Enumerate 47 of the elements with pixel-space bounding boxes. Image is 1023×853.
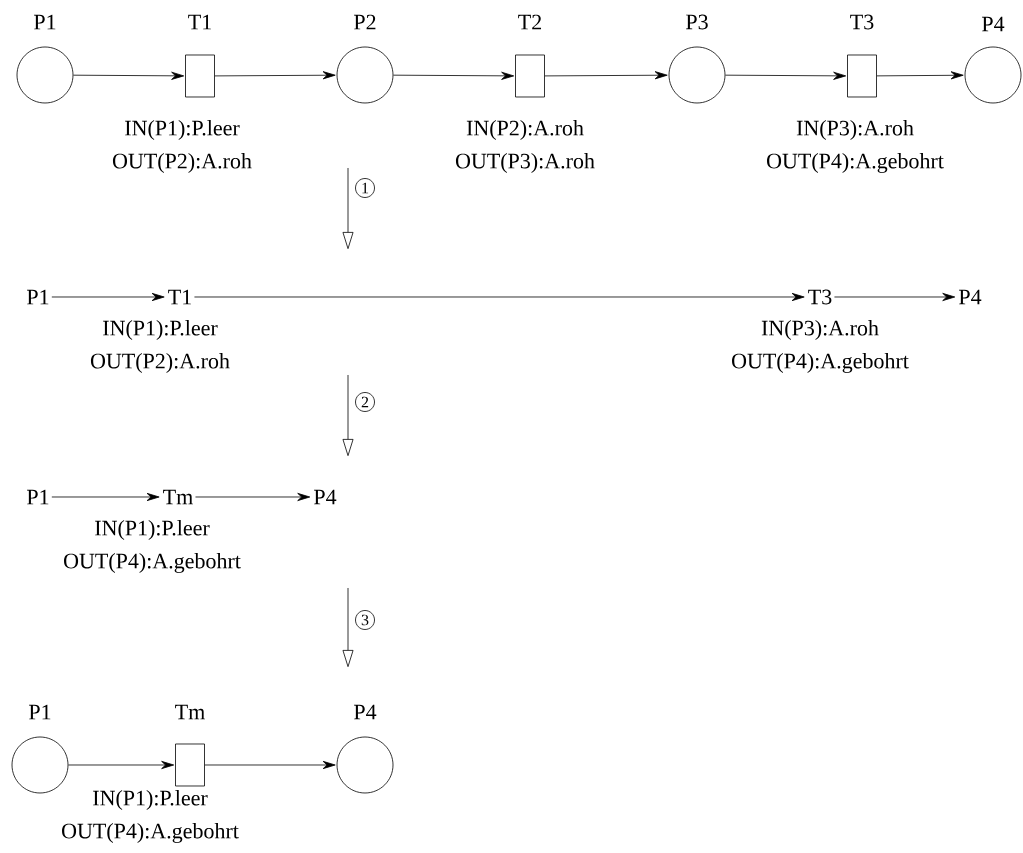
arrow bbox=[194, 292, 805, 302]
transition-annotation: IN(P1):P.leer bbox=[125, 120, 240, 140]
transition-annotation: OUT(P4):A.gebohrt bbox=[732, 353, 909, 373]
transition-annotation: IN(P3):A.roh bbox=[796, 120, 914, 140]
node-label: T1 bbox=[168, 289, 191, 305]
node-label: T3 bbox=[850, 14, 874, 30]
transition-annotation: IN(P3):A.roh bbox=[761, 320, 879, 340]
arrow bbox=[393, 71, 515, 80]
node-label: P4 bbox=[354, 704, 377, 720]
transition-annotation: IN(P1):P.leer bbox=[95, 520, 210, 540]
transition-annotation: OUT(P3):A.roh bbox=[455, 153, 595, 173]
transition-annotation: OUT(P4):A.gebohrt bbox=[767, 153, 944, 173]
arrow bbox=[195, 492, 311, 502]
step-number: 2 bbox=[355, 392, 375, 412]
step-number: 1 bbox=[355, 178, 375, 198]
transition-annotation: OUT(P2):A.roh bbox=[112, 153, 252, 173]
arrow bbox=[68, 760, 175, 770]
node-label: P4 bbox=[959, 289, 982, 305]
transition-annotation: OUT(P2):A.roh bbox=[90, 353, 230, 373]
arrow bbox=[204, 760, 336, 770]
transition-annotation: OUT(P4):A.gebohrt bbox=[64, 553, 241, 573]
arrow bbox=[51, 492, 160, 502]
node-label: Tm bbox=[175, 704, 205, 720]
node-label: P1 bbox=[34, 14, 56, 30]
node-label: P1 bbox=[27, 289, 49, 305]
arrow bbox=[51, 292, 165, 302]
node-label: P4 bbox=[982, 16, 1005, 32]
transition-annotation: IN(P1):P.leer bbox=[103, 320, 218, 340]
arrow bbox=[544, 71, 668, 80]
node-label: P4 bbox=[314, 489, 337, 505]
node-label: P1 bbox=[27, 489, 49, 505]
node-label: T2 bbox=[518, 14, 541, 30]
node-label: P1 bbox=[29, 704, 51, 720]
node-label: P2 bbox=[354, 14, 376, 30]
transition-annotation: OUT(P4):A.gebohrt bbox=[62, 823, 239, 843]
arrow bbox=[834, 292, 956, 302]
node-label: T3 bbox=[808, 289, 832, 305]
transition-annotation: IN(P1):P.leer bbox=[93, 790, 208, 810]
arrow bbox=[725, 71, 847, 80]
transition-annotation: IN(P2):A.roh bbox=[466, 120, 584, 140]
node-label: T1 bbox=[188, 14, 211, 30]
arrow bbox=[876, 71, 964, 80]
node-label: Tm bbox=[163, 489, 193, 505]
arrow bbox=[73, 71, 185, 80]
arrow bbox=[214, 71, 336, 80]
node-label: P3 bbox=[686, 14, 708, 30]
step-number: 3 bbox=[355, 610, 375, 630]
